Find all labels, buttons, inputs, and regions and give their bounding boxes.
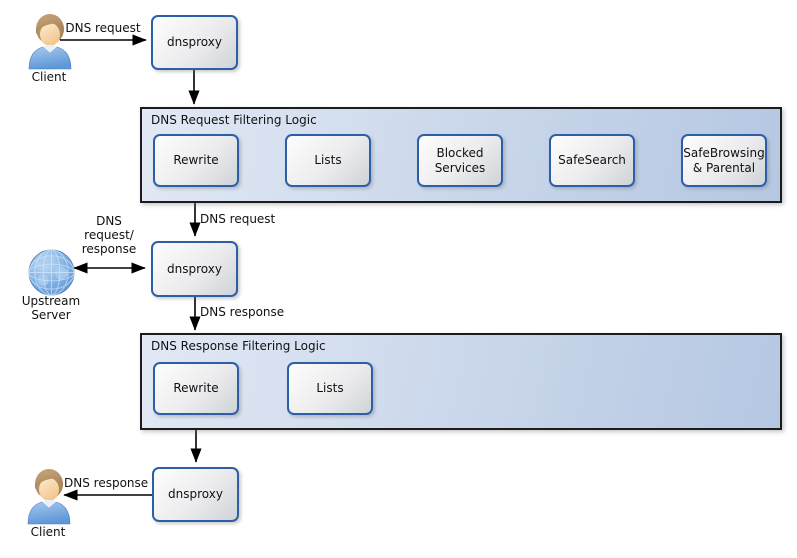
box-safebrowsing-parental-label: SafeBrowsing & Parental [683,146,765,175]
edge-label-client-request: DNS request [65,21,141,35]
client-bottom-person-icon [27,469,71,525]
edge-label-upstream: DNS request/ response [70,214,148,256]
box-rewrite-request: Rewrite [153,134,239,187]
upstream-edge-line3: response [81,241,137,256]
box-lists-request: Lists [285,134,371,187]
client-person-icon [28,14,72,70]
edge-label-dns-request-mid: DNS request [200,212,276,226]
box-rewrite-response-label: Rewrite [173,381,219,396]
dnsproxy-top-node: dnsproxy [151,15,238,70]
request-filtering-title: DNS Request Filtering Logic [151,113,317,127]
edge-label-dns-response-bottom: DNS response [64,476,149,490]
edge-label-dns-response-mid: DNS response [200,305,285,319]
box-blocked-services-label: Blocked Services [434,146,486,175]
dnsproxy-mid-label: dnsproxy [167,261,222,276]
box-safesearch-label: SafeSearch [558,153,626,168]
upstream-edge-line2: request/ [84,227,134,242]
box-lists-response: Lists [287,362,373,415]
response-filtering-title: DNS Response Filtering Logic [151,339,326,353]
client-bottom-label: Client [30,525,66,539]
box-safebrowsing-parental: SafeBrowsing & Parental [681,134,767,187]
box-safesearch: SafeSearch [549,134,635,187]
upstream-edge-line1: DNS [96,214,122,228]
upstream-label-line1: Upstream [21,294,81,308]
dnsproxy-mid-node: dnsproxy [151,241,238,297]
dnsproxy-bottom-node: dnsproxy [152,467,239,522]
dnsproxy-top-label: dnsproxy [167,35,222,50]
box-rewrite-request-label: Rewrite [173,153,219,168]
box-lists-response-label: Lists [316,381,344,396]
upstream-server-label: Upstream Server [11,294,91,323]
upstream-globe-icon [28,249,75,296]
dnsproxy-bottom-label: dnsproxy [168,487,223,502]
box-rewrite-response: Rewrite [153,362,239,415]
box-blocked-services: Blocked Services [417,134,503,187]
box-lists-request-label: Lists [314,153,342,168]
response-filtering-container: DNS Response Filtering Logic [140,333,782,430]
client-top-label: Client [31,70,67,84]
upstream-label-line2: Server [31,307,71,322]
